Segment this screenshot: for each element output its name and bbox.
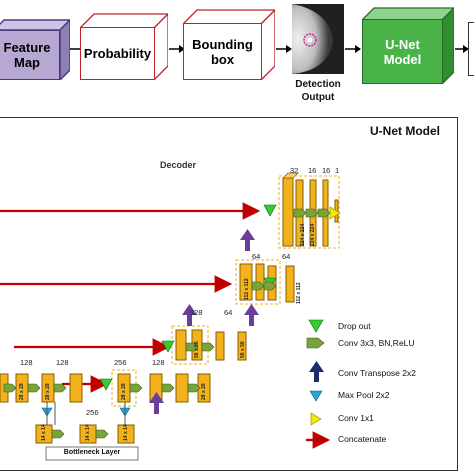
feature-map-block: Feature Map [0,18,70,80]
legend-conv-label: Conv 3x3, BN,ReLU [338,338,415,348]
unet-model-label: U-Net Model [362,19,443,84]
legend-convT-icon [309,361,324,382]
decoder-label: Decoder [160,160,197,170]
bounding-box-block: Bounding box [183,8,275,80]
feature-map-label: Feature Map [0,30,60,80]
channel-label: 128 [56,358,69,367]
legend-concat-label: Concatenate [338,434,387,444]
size-label: 112 x 112 [296,282,302,304]
size-label: 56 x 56 [194,341,200,358]
block-mid-4 [285,265,295,303]
legend-dropout-label: Drop out [338,321,371,331]
probability-block: Probability [80,12,168,80]
mammogram-thumbnail [292,4,344,74]
block-top-1 [282,177,294,247]
probability-label: Probability [80,27,155,80]
size-label: 28 x 28 [121,383,127,400]
detection-output-image [292,4,344,74]
block-bot-3 [117,424,135,444]
arrow-4 [345,45,361,53]
block-enc-7 [175,373,189,403]
arrow-5 [455,45,469,53]
block-mid-dashed [235,259,281,305]
probability-3d-edges [80,13,168,80]
channel-label: 64 [224,308,233,317]
block-enc-4 [69,373,83,403]
bounding-box-label: Bounding box [183,23,262,80]
channel-label: 256 [86,408,99,417]
size-label: 28 x 28 [19,383,25,400]
size-label: 112 x 112 [244,278,250,300]
unet-model-block: U-Net Model [362,6,454,84]
legend-convT-label: Conv Transpose 2x2 [338,368,416,378]
block-top-dashed [278,175,340,249]
channel-label: 256 [114,358,127,367]
size-label: 14 x 14 [41,424,47,441]
bottleneck-label: Bottleneck Layer [63,449,121,456]
arrow-2 [169,45,185,53]
legend-dropout-icon [308,319,324,333]
dropout-icon [161,340,175,353]
size-label: 56 x 56 [240,341,246,358]
arrow-3 [276,45,292,53]
channel-label: 128 [190,308,203,317]
channel-label: 64 [282,252,291,261]
legend-maxpool-icon [309,390,323,402]
legend-conv-icon [306,337,325,349]
channel-label: 128 [20,358,33,367]
channel-label: 1 [335,166,340,175]
unet-panel [0,117,458,471]
size-label: 28 x 28 [45,383,51,400]
channel-label: 32 [290,166,299,175]
size-label: 14 x 14 [85,424,91,441]
conv-arrow-icons [3,208,331,439]
legend-maxpool-label: Max Pool 2x2 [338,390,390,400]
size-label: 28 x 28 [201,383,207,400]
legend-conv1-icon [310,412,322,426]
bottleneck-label-box [45,446,139,461]
conv1x1-icon [329,206,341,220]
block-low-3 [215,331,225,361]
block-low-1 [175,329,187,361]
detection-output-label: Detection Output [295,79,341,103]
size-label: 224 x 224 [310,223,316,246]
dropout-icon [263,204,277,217]
size-label: 224 x 224 [300,223,306,246]
channel-label: 128 [152,358,165,367]
channel-label: 16 [308,166,317,175]
channel-label: 64 [252,252,261,261]
dropout-icon [99,378,113,391]
size-label: 14 x 14 [123,424,129,441]
next-block-partial [468,22,474,76]
unet-panel-title: U-Net Model [370,124,440,138]
legend-conv1-label: Conv 1x1 [338,413,374,423]
block-low-4 [237,331,247,361]
conv-transpose-icons [149,229,259,414]
channel-label: 16 [322,166,331,175]
